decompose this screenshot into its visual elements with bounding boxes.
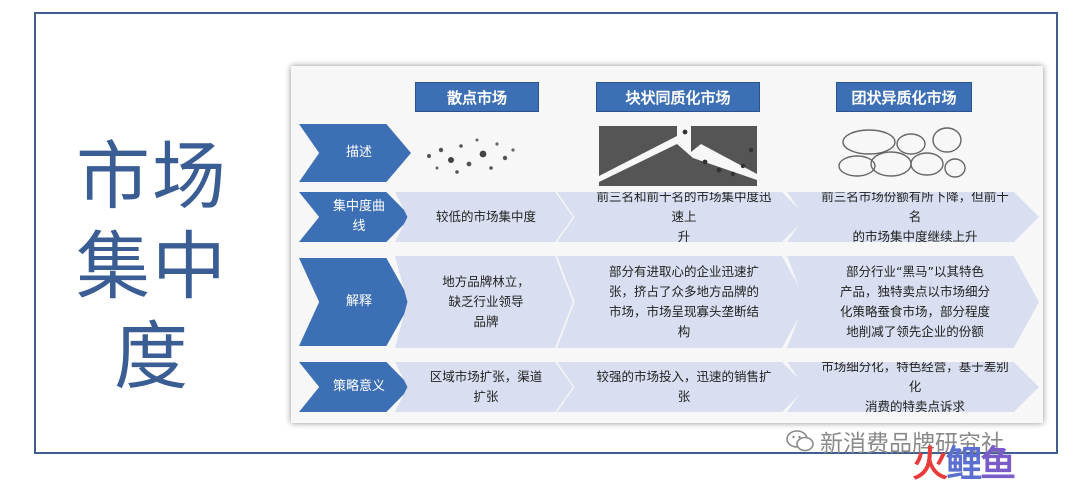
column-header-scattered: 散点市场 bbox=[415, 82, 539, 112]
cell-text: 产品，独特卖点以市场细分 bbox=[839, 284, 990, 299]
cell-text: 地削减了领先企业的份额 bbox=[846, 324, 984, 339]
watermark: 新消费品牌研究社 bbox=[786, 424, 1004, 458]
row-label-text: 解释 bbox=[345, 294, 372, 309]
cluster-ovals-illustration bbox=[838, 127, 966, 178]
watermark-text: 新消费品牌研究社 bbox=[820, 431, 1004, 457]
cell-text: 区域市场扩张，渠道 bbox=[429, 369, 543, 384]
cell-text: 前三名市场份额有所下降，但前十名 bbox=[821, 189, 1009, 224]
wechat-icon bbox=[786, 430, 814, 452]
big-title: 市场 集中度 bbox=[42, 132, 262, 402]
cell-text: 升 bbox=[677, 229, 691, 244]
row-label-text: 策略意义 bbox=[332, 379, 385, 394]
row-label-description: 描述 bbox=[299, 124, 411, 182]
cell-text: 构 bbox=[677, 324, 691, 339]
cell-text: 的市场集中度继续上升 bbox=[852, 229, 978, 244]
cell-text: 较强的市场投入，迅速的销售扩张 bbox=[596, 369, 772, 404]
cell-strategy-scattered: 区域市场扩张，渠道 扩张 bbox=[395, 362, 573, 412]
row-label-text: 线 bbox=[352, 219, 366, 234]
cell-text: 地方品牌林立， bbox=[442, 274, 530, 289]
row-label-explanation: 解释 bbox=[299, 258, 411, 346]
column-header-cluster: 团状异质化市场 bbox=[836, 82, 972, 112]
cell-explanation-cluster: 部分行业“黑马”以其特色 产品，独特卖点以市场细分 化策略蚕食市场，部分程度 地… bbox=[787, 256, 1039, 348]
cell-explanation-block: 部分有进取心的企业迅速扩 张，挤占了众多地方品牌的 市场，市场呈现寡头垄断结 构 bbox=[557, 256, 807, 348]
column-header-block: 块状同质化市场 bbox=[596, 82, 760, 112]
row-label-concentration-curve: 集中度曲 线 bbox=[299, 192, 411, 242]
cell-text: 消费的特卖点诉求 bbox=[864, 399, 965, 414]
logo-char: 火 bbox=[912, 444, 948, 485]
cell-concentration-block: 前三名和前十名的市场集中度迅速上 升 bbox=[557, 192, 807, 242]
cell-text: 缺乏行业领导 bbox=[448, 294, 524, 309]
cell-text: 张，挤占了众多地方品牌的 bbox=[608, 284, 759, 299]
comparison-panel: 散点市场 块状同质化市场 团状异质化市场 描述 bbox=[291, 66, 1043, 423]
brand-logo: 火鲤鱼 bbox=[912, 444, 1016, 485]
row-label-text: 集中度曲 bbox=[332, 199, 385, 214]
cell-text: 部分有进取心的企业迅速扩 bbox=[608, 264, 759, 279]
cell-explanation-scattered: 地方品牌林立， 缺乏行业领导 品牌 bbox=[395, 256, 573, 348]
cell-text: 化策略蚕食市场，部分程度 bbox=[839, 304, 990, 319]
cell-text: 品牌 bbox=[473, 314, 499, 329]
logo-char: 鱼 bbox=[980, 444, 1016, 485]
block-market-illustration bbox=[599, 126, 757, 186]
big-title-line2: 集中度 bbox=[76, 224, 228, 400]
cell-text: 前三名和前十名的市场集中度迅速上 bbox=[596, 189, 772, 224]
row-label-strategy: 策略意义 bbox=[299, 362, 411, 412]
cell-text: 部分行业“黑马”以其特色 bbox=[846, 264, 984, 279]
cell-strategy-cluster: 市场细分化，特色经营，基于差别化 消费的特卖点诉求 bbox=[787, 362, 1039, 412]
row-label-text: 描述 bbox=[345, 145, 372, 160]
cell-text: 扩张 bbox=[473, 389, 499, 404]
cell-text: 市场，市场呈现寡头垄断结 bbox=[608, 304, 759, 319]
cell-text: 较低的市场集中度 bbox=[435, 209, 536, 224]
big-title-line1: 市场 bbox=[76, 134, 228, 220]
cell-text: 市场细分化，特色经营，基于差别化 bbox=[821, 359, 1009, 394]
cell-strategy-block: 较强的市场投入，迅速的销售扩张 bbox=[557, 362, 807, 412]
scattered-dots-illustration bbox=[427, 138, 515, 174]
cell-concentration-cluster: 前三名市场份额有所下降，但前十名 的市场集中度继续上升 bbox=[787, 192, 1039, 242]
cell-concentration-scattered: 较低的市场集中度 bbox=[395, 192, 573, 242]
logo-char: 鲤 bbox=[946, 444, 982, 485]
